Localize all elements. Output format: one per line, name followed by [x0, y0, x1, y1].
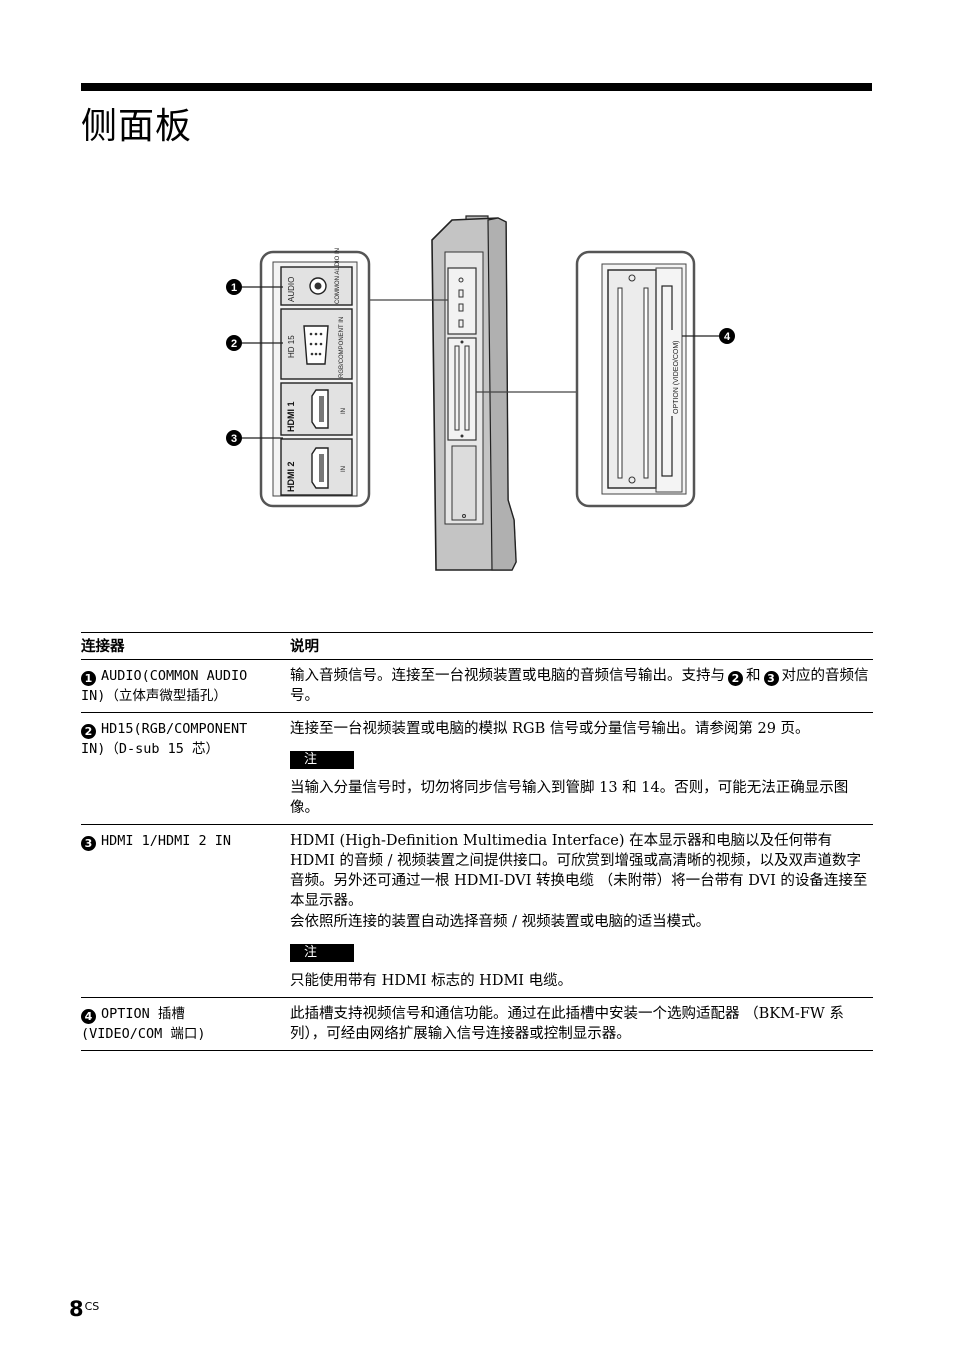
description-cell: HDMI (High-Definition Multimedia Interfa… [290, 824, 873, 998]
page-number: 8 [69, 1297, 84, 1321]
connector-name-cont: (VIDEO/COM 端口) [81, 1026, 206, 1042]
audio-label: AUDIO [287, 277, 296, 302]
option-video-com-label: OPTION (VIDEO/COM) [673, 341, 680, 415]
connector-cell: 4 OPTION 插槽 (VIDEO/COM 端口) [81, 997, 290, 1051]
table-row-hdmi: 3 HDMI 1/HDMI 2 IN HDMI (High-Definition … [81, 824, 873, 998]
description-conj: 和 [746, 668, 761, 684]
description-text: 此插槽支持视频信号和通信功能。通过在此插槽中安装一个选购适配器 （BKM-FW … [290, 1006, 844, 1042]
callout-1: 1 [226, 279, 242, 295]
connector-name: HDMI 1/HDMI 2 IN [101, 833, 232, 849]
description-text-cont: 对应的音频信号。 [290, 668, 869, 704]
common-audio-in-label: COMMON AUDIO IN [335, 248, 341, 304]
ref-badge-3: 3 [763, 671, 779, 686]
callout-4: 4 [719, 328, 735, 344]
callout-2-label: 2 [231, 338, 237, 350]
callout-2: 2 [226, 335, 242, 351]
row-number-badge: 1 [81, 671, 96, 686]
connector-name-cont: IN)（立体声微型插孔） [81, 688, 227, 704]
callout-3: 3 [226, 430, 242, 446]
note-label: 注 [290, 944, 354, 962]
row-number-badge: 4 [81, 1009, 96, 1024]
connector-cell: 3 HDMI 1/HDMI 2 IN [81, 824, 290, 998]
connector-cell: 2 HD15(RGB/COMPONENT IN)（D-sub 15 芯） [81, 712, 290, 825]
description-text: HDMI (High-Definition Multimedia Interfa… [290, 833, 868, 909]
callout-4-label: 4 [724, 331, 731, 343]
connector-name: AUDIO(COMMON AUDIO [101, 668, 248, 684]
callout-3-label: 3 [231, 433, 237, 445]
description-text: 输入音频信号。连接至一台视频装置或电脑的音频信号输出。支持与 [290, 668, 725, 684]
note-text: 当输入分量信号时，切勿将同步信号输入到管脚 13 和 14。否则，可能无法正确显… [290, 780, 849, 816]
hd15-label: HD 15 [287, 335, 296, 358]
page-title: 侧面板 [81, 106, 193, 147]
row-number-badge: 2 [81, 724, 96, 739]
description-cell: 连接至一台视频装置或电脑的模拟 RGB 信号或分量信号输出。请参阅第 29 页。… [290, 712, 873, 825]
connector-name-cont: IN)（D-sub 15 芯） [81, 741, 220, 757]
connector-name: OPTION 插槽 [101, 1006, 185, 1022]
ref-badge-2: 2 [728, 671, 743, 686]
header-description: 说明 [290, 632, 873, 660]
connector-name: HD15(RGB/COMPONENT [101, 721, 248, 737]
note-label: 注 [290, 751, 354, 769]
hdmi2-label: HDMI 2 [286, 461, 296, 492]
left-detail-panel: AUDIO COMMON AUDIO IN HD 15 RGB/COMPONEN… [259, 248, 371, 508]
note-text: 只能使用带有 HDMI 标志的 HDMI 电缆。 [290, 973, 573, 989]
description-text: 连接至一台视频装置或电脑的模拟 RGB 信号或分量信号输出。请参阅第 29 页。 [290, 721, 810, 737]
top-rule [81, 83, 872, 91]
rgb-component-in-label: RGB/COMPONENT IN [339, 317, 345, 378]
in2-label: IN [341, 466, 347, 472]
connector-table: 连接器 说明 1 AUDIO(COMMON AUDIO IN)（立体声微型插孔） … [81, 632, 873, 1051]
description-text-2: 会依照所连接的装置自动选择音频 / 视频装置或电脑的适当模式。 [290, 914, 711, 930]
hdmi1-label: HDMI 1 [286, 401, 296, 432]
side-panel-figure: AUDIO COMMON AUDIO IN HD 15 RGB/COMPONEN… [0, 0, 954, 620]
table-row-option: 4 OPTION 插槽 (VIDEO/COM 端口) 此插槽支持视频信号和通信功能… [81, 997, 873, 1051]
table-row-hd15: 2 HD15(RGB/COMPONENT IN)（D-sub 15 芯） 连接至一… [81, 712, 873, 825]
page-footer: 8CS [69, 1297, 99, 1321]
table-row-audio: 1 AUDIO(COMMON AUDIO IN)（立体声微型插孔） 输入音频信号。… [81, 659, 873, 713]
header-connector: 连接器 [81, 632, 290, 660]
connector-cell: 1 AUDIO(COMMON AUDIO IN)（立体声微型插孔） [81, 659, 290, 713]
in1-label: IN [341, 408, 347, 414]
description-cell: 此插槽支持视频信号和通信功能。通过在此插槽中安装一个选购适配器 （BKM-FW … [290, 997, 873, 1051]
table-header-row: 连接器 说明 [81, 632, 873, 660]
monitor-side-profile [431, 215, 517, 571]
page-language-code: CS [84, 1300, 100, 1313]
right-detail-panel: OPTION (VIDEO/COM) [575, 250, 696, 508]
row-number-badge: 3 [81, 836, 96, 851]
callout-1-label: 1 [231, 282, 237, 294]
